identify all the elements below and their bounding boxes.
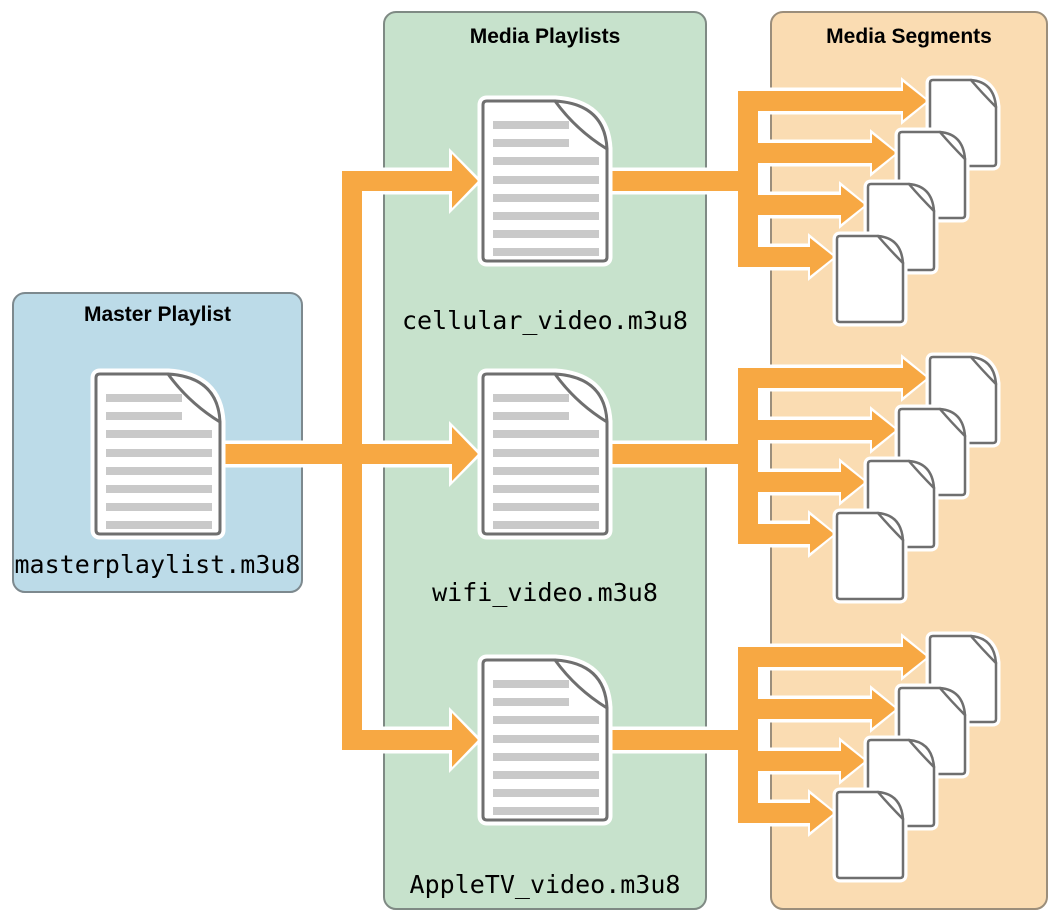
wifi-playlist-document-icon [477, 368, 613, 540]
cellular-playlist-filename: cellular_video.m3u8 [402, 306, 688, 335]
cellular-playlist-document-icon [477, 95, 613, 267]
segment-document-icon [832, 231, 908, 327]
segment-document-icon [832, 508, 908, 604]
wifi-playlist-filename: wifi_video.m3u8 [432, 578, 658, 607]
arrowheads [452, 82, 927, 832]
master-playlist-filename: masterplaylist.m3u8 [14, 550, 301, 579]
segments-panel-title: Media Segments [826, 25, 992, 48]
playlists-panel-title: Media Playlists [469, 25, 621, 48]
master-playlist-document-icon [90, 368, 226, 540]
master-panel-title: Master Playlist [83, 303, 232, 326]
arrow-shafts [224, 91, 905, 823]
segment-document-icon [832, 787, 908, 883]
appletv-playlist-filename: AppleTV_video.m3u8 [409, 870, 681, 899]
appletv-playlist-document-icon [477, 654, 613, 826]
